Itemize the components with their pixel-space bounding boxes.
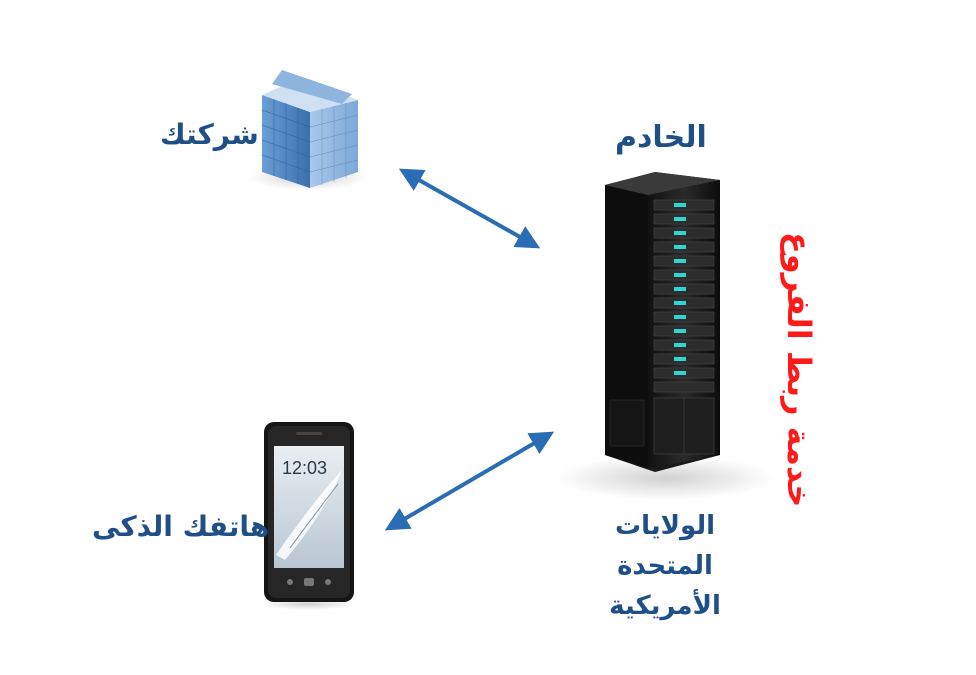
company-label: شركتك (160, 118, 259, 151)
link-company-server (398, 168, 541, 249)
link-phone-server (384, 431, 555, 531)
phone-label: هاتفك الذكى (92, 510, 270, 543)
smartphone-icon (260, 422, 356, 610)
server-rack-icon (555, 172, 775, 500)
office-building-icon (248, 70, 368, 190)
service-title: خدمة ربط الفروع (780, 232, 818, 508)
phone-clock: 12:03 (282, 458, 328, 478)
location-label: الولايات المتحدة الأمريكية (609, 511, 721, 621)
server-label: الخادم (615, 120, 707, 155)
